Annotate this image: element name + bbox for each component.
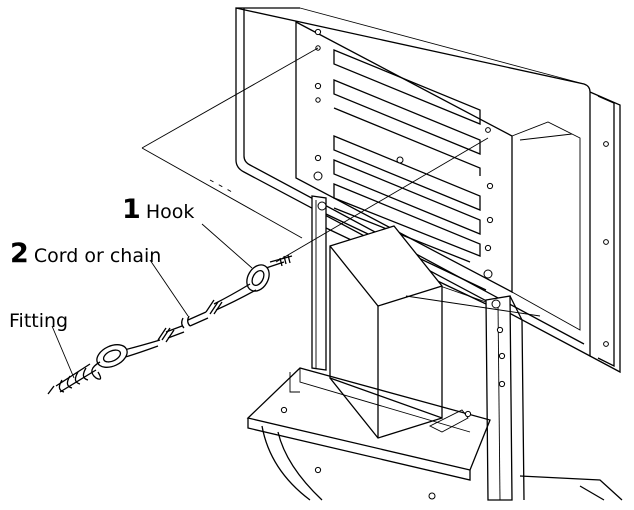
vent-slots	[333, 49, 481, 263]
stand	[246, 195, 623, 501]
component-box	[329, 225, 443, 439]
cord-label: Cord or chain	[33, 245, 162, 267]
hook-callout: 1 Hook	[122, 196, 194, 223]
guide-lines	[141, 47, 541, 317]
cord-number: 2	[10, 238, 29, 269]
screw-holes	[313, 28, 609, 347]
base	[261, 425, 623, 501]
hook	[246, 254, 293, 292]
hook-number: 1	[122, 194, 141, 225]
shelf	[246, 367, 491, 500]
fitting	[47, 339, 161, 395]
hook-label: Hook	[145, 201, 195, 223]
cord-callout: 2 Cord or chain	[10, 240, 161, 267]
leader-lines	[51, 223, 253, 379]
fitting-label: Fitting	[9, 310, 69, 332]
display-panel	[235, 7, 621, 374]
cord	[157, 283, 257, 343]
fitting-callout: Fitting	[9, 312, 68, 331]
